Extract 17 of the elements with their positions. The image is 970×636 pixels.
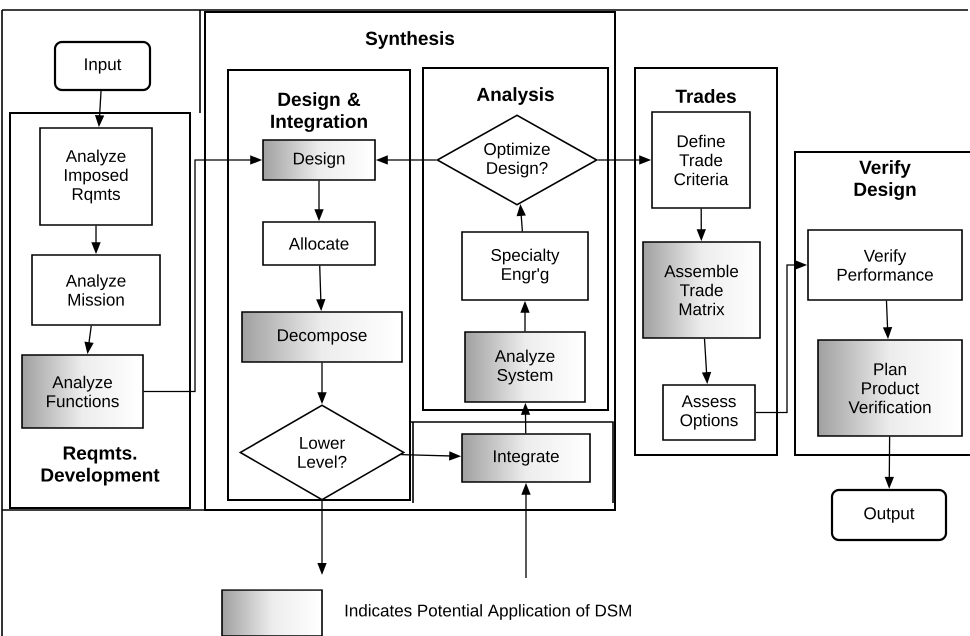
legend-text: Indicates Potential Application of DSM	[346, 604, 631, 620]
process-box: Plan Product Verification	[817, 339, 963, 437]
process-box: Analyze Functions	[21, 354, 144, 429]
process-box: Analyze System	[464, 331, 586, 403]
process-box: Assess Options	[662, 384, 756, 441]
terminal-box: Input	[54, 40, 152, 92]
process-box: Design	[262, 139, 376, 181]
process-box: Analyze Mission	[31, 254, 161, 326]
process-box: Allocate	[262, 221, 376, 266]
process-box: Analyze Imposed Rqmts	[39, 127, 153, 226]
process-box: Define Trade Criteria	[651, 111, 751, 209]
terminal-box: Output	[830, 488, 948, 542]
process-box: Specialty Engr'g	[461, 231, 589, 301]
process-box: Decompose	[241, 311, 403, 363]
process-box: Verify Performance	[807, 229, 963, 301]
process-box: Assemble Trade Matrix	[642, 241, 761, 339]
process-box: Integrate	[461, 433, 591, 483]
